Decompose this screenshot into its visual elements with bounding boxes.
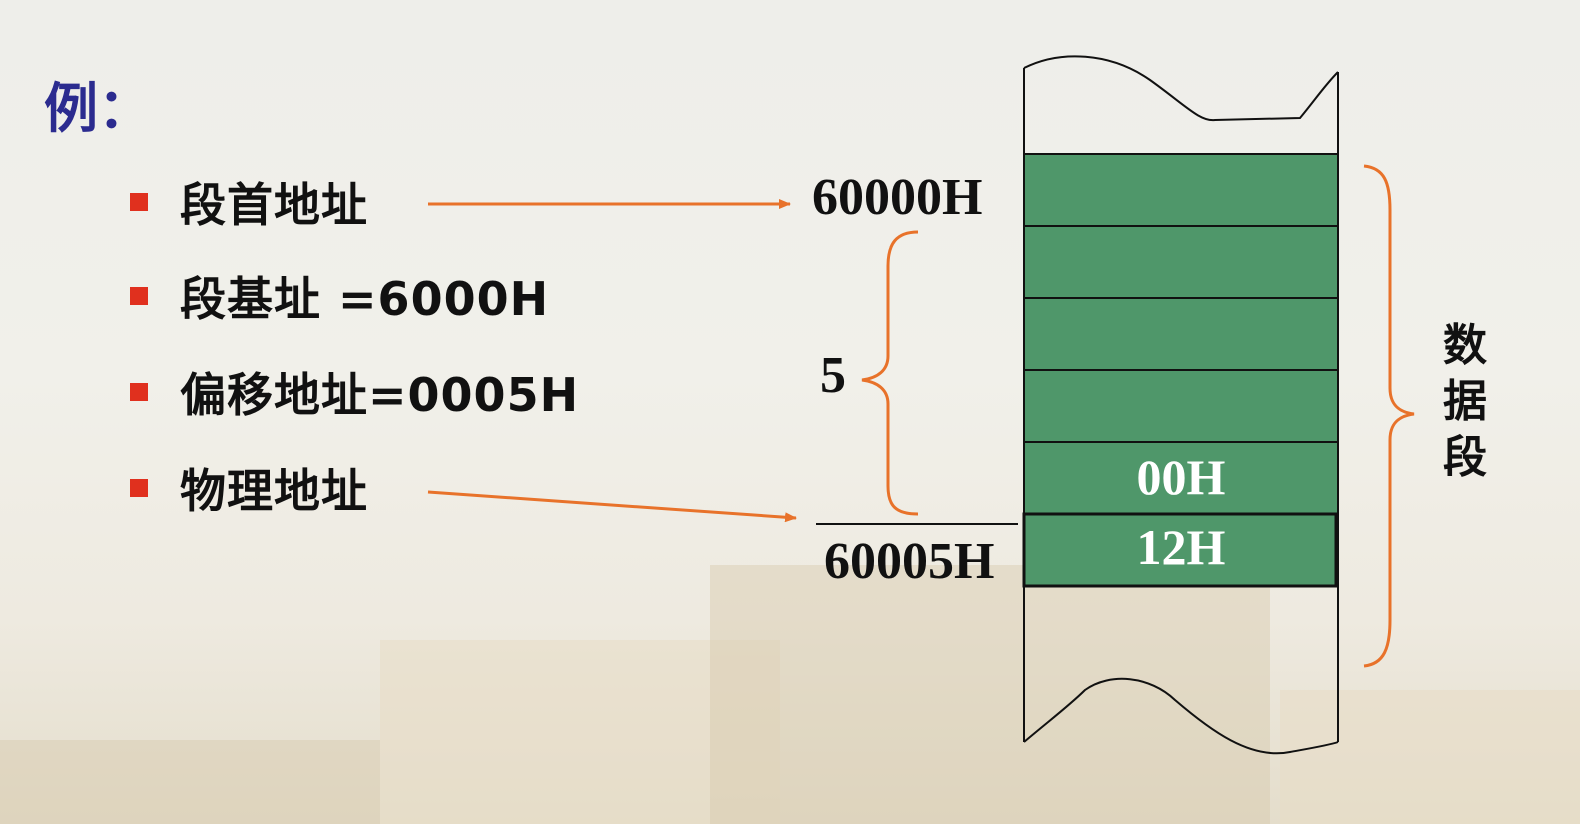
bullet-square-icon — [130, 479, 148, 497]
memory-cell-target — [1022, 512, 1338, 588]
bullet-offset: 偏移地址=0005H — [130, 362, 579, 422]
background-building — [710, 565, 1270, 824]
segment-start-address: 60000H — [812, 169, 983, 226]
segment-brace — [1363, 164, 1415, 668]
physical-address: 60005H — [824, 533, 995, 590]
bullet-physical-address: 物理地址 — [130, 458, 368, 518]
bullet-text: 段首地址 — [180, 178, 368, 232]
background-building — [1280, 690, 1580, 824]
cell-value-00h: 00H — [1136, 449, 1226, 505]
background-building — [380, 640, 780, 824]
bullet-text: 偏移地址=0005H — [180, 368, 580, 422]
memory-cell — [1023, 369, 1339, 443]
arrow-physical-address — [427, 490, 797, 523]
bullet-segment-base: 段基址 =6000H — [130, 266, 549, 326]
bullet-square-icon — [130, 193, 148, 211]
offset-value: 5 — [820, 347, 846, 404]
memory-cell — [1023, 441, 1339, 515]
memory-bottom-break — [1023, 677, 1339, 755]
offset-brace — [861, 230, 919, 516]
memory-cell — [1023, 225, 1339, 299]
bullet-segment-start: 段首地址 — [130, 172, 368, 232]
memory-cell — [1023, 153, 1339, 227]
memory-top-break — [1023, 55, 1339, 122]
bullet-text: 段基址 =6000H — [180, 272, 550, 326]
bullet-square-icon — [130, 383, 148, 401]
segment-label: 数据段 — [1443, 320, 1487, 483]
cell-value-12h: 12H — [1136, 519, 1226, 575]
bullet-text: 物理地址 — [180, 464, 368, 518]
background-building — [0, 740, 380, 824]
bullet-square-icon — [130, 287, 148, 305]
memory-cell — [1023, 297, 1339, 371]
slide-title: 例： — [44, 76, 152, 140]
